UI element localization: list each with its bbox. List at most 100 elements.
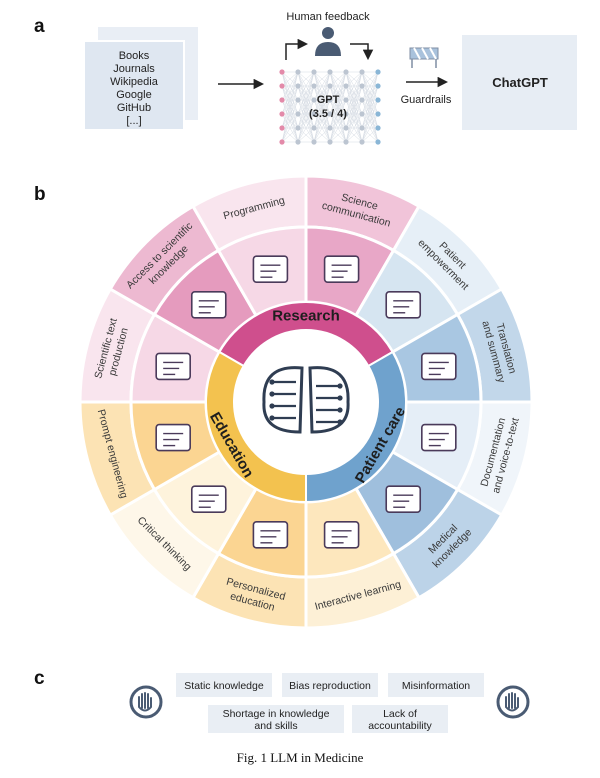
limitation-text: and skills — [254, 720, 297, 732]
tablet-learning-icon — [323, 521, 360, 549]
network-node — [359, 111, 365, 117]
network-node — [311, 97, 317, 103]
domain-segment: Research — [218, 301, 394, 368]
network-node — [295, 125, 301, 131]
network-node — [327, 97, 333, 103]
chatgpt-label: ChatGPT — [492, 75, 548, 90]
network-node — [295, 97, 301, 103]
network-node — [375, 139, 381, 145]
heart-tablet-icon — [385, 290, 422, 319]
panel-label-a: a — [34, 16, 45, 37]
network-node — [343, 83, 349, 89]
network-node — [327, 69, 333, 75]
network-node — [311, 111, 317, 117]
limitation-text: Static knowledge — [184, 680, 264, 692]
limitation-box: Static knowledge — [176, 673, 272, 697]
network-node — [375, 111, 381, 117]
domain-band — [205, 350, 307, 504]
network-node — [279, 69, 285, 75]
source-item: Journals — [113, 63, 155, 75]
training-sources-list: Books Journals Wikipedia Google GitHub [… — [110, 50, 159, 127]
stop-hand-icon — [496, 685, 530, 719]
feedback-arrow-left — [285, 38, 309, 60]
chart-monitor-icon — [323, 255, 360, 283]
network-node — [327, 125, 333, 131]
figure-caption: Fig. 1 LLM in Medicine — [236, 750, 364, 765]
domain-label: Research — [272, 308, 340, 325]
limitation-text: accountability — [368, 720, 432, 732]
application-segment: Critical thinking — [108, 449, 259, 600]
source-item: Books — [119, 50, 150, 62]
terminal-icon — [155, 423, 191, 452]
brain-circuit-icon — [262, 366, 350, 434]
network-node — [279, 111, 285, 117]
network-node — [279, 139, 285, 145]
stop-hand-icon — [129, 685, 163, 719]
application-segment: Programming — [190, 174, 308, 318]
limitation-box: Shortage in knowledge and skills — [208, 705, 344, 733]
model-name: GPT — [317, 94, 340, 106]
training-data-box: Books Journals Wikipedia Google GitHub [… — [83, 27, 198, 131]
documents-icon — [421, 423, 457, 452]
source-item: Google — [116, 89, 151, 101]
source-item: GitHub — [117, 102, 151, 114]
network-node — [279, 83, 285, 89]
network-node — [375, 83, 381, 89]
network-node — [295, 83, 301, 89]
network-node — [359, 97, 365, 103]
feedback-arrow-right — [350, 43, 374, 61]
limitation-text: Bias reproduction — [289, 680, 371, 692]
person-screen-icon — [252, 521, 289, 549]
panel-label-b: b — [34, 184, 46, 205]
network-node — [279, 125, 285, 131]
network-node — [359, 125, 365, 131]
network-node — [343, 69, 349, 75]
network-node — [343, 125, 349, 131]
network-node — [343, 111, 349, 117]
network-node — [327, 111, 333, 117]
source-item: [...] — [126, 115, 141, 127]
human-feedback-label: Human feedback — [286, 11, 370, 23]
network-node — [375, 69, 381, 75]
chatgpt-box — [462, 35, 577, 130]
network-node — [279, 97, 285, 103]
atom-document-icon — [155, 352, 191, 381]
network-node — [295, 111, 301, 117]
limitation-text: Misinformation — [402, 680, 470, 692]
person-icon — [315, 27, 341, 56]
head-thinking-icon — [190, 485, 227, 514]
guardrail-icon — [409, 47, 439, 68]
network-node — [311, 139, 317, 145]
network-node — [375, 125, 381, 131]
network-node — [343, 97, 349, 103]
panel-label-c: c — [34, 668, 45, 689]
network-node — [311, 125, 317, 131]
neural-network-icon — [279, 69, 381, 145]
limitation-box: Bias reproduction — [282, 673, 378, 697]
limitation-text: Shortage in knowledge — [223, 708, 330, 720]
applications-wheel: SciencecommunicationPatientempowermentTr… — [78, 174, 534, 630]
network-node — [295, 69, 301, 75]
network-node — [359, 139, 365, 145]
source-item: Wikipedia — [110, 76, 159, 88]
wheel-center — [234, 330, 378, 474]
network-node — [311, 83, 317, 89]
gpt-model-label: GPT (3.5 / 4) — [309, 94, 347, 120]
brain-icon — [385, 485, 422, 514]
network-node — [327, 139, 333, 145]
limitation-box: Lack of accountability — [352, 705, 448, 733]
guardrails-label: Guardrails — [401, 94, 452, 106]
model-version: (3.5 / 4) — [309, 108, 347, 120]
network-node — [327, 83, 333, 89]
translate-icon — [421, 352, 457, 381]
network-node — [295, 139, 301, 145]
network-node — [359, 83, 365, 89]
network-node — [375, 97, 381, 103]
presenter-icon — [190, 290, 227, 319]
network-node — [343, 139, 349, 145]
